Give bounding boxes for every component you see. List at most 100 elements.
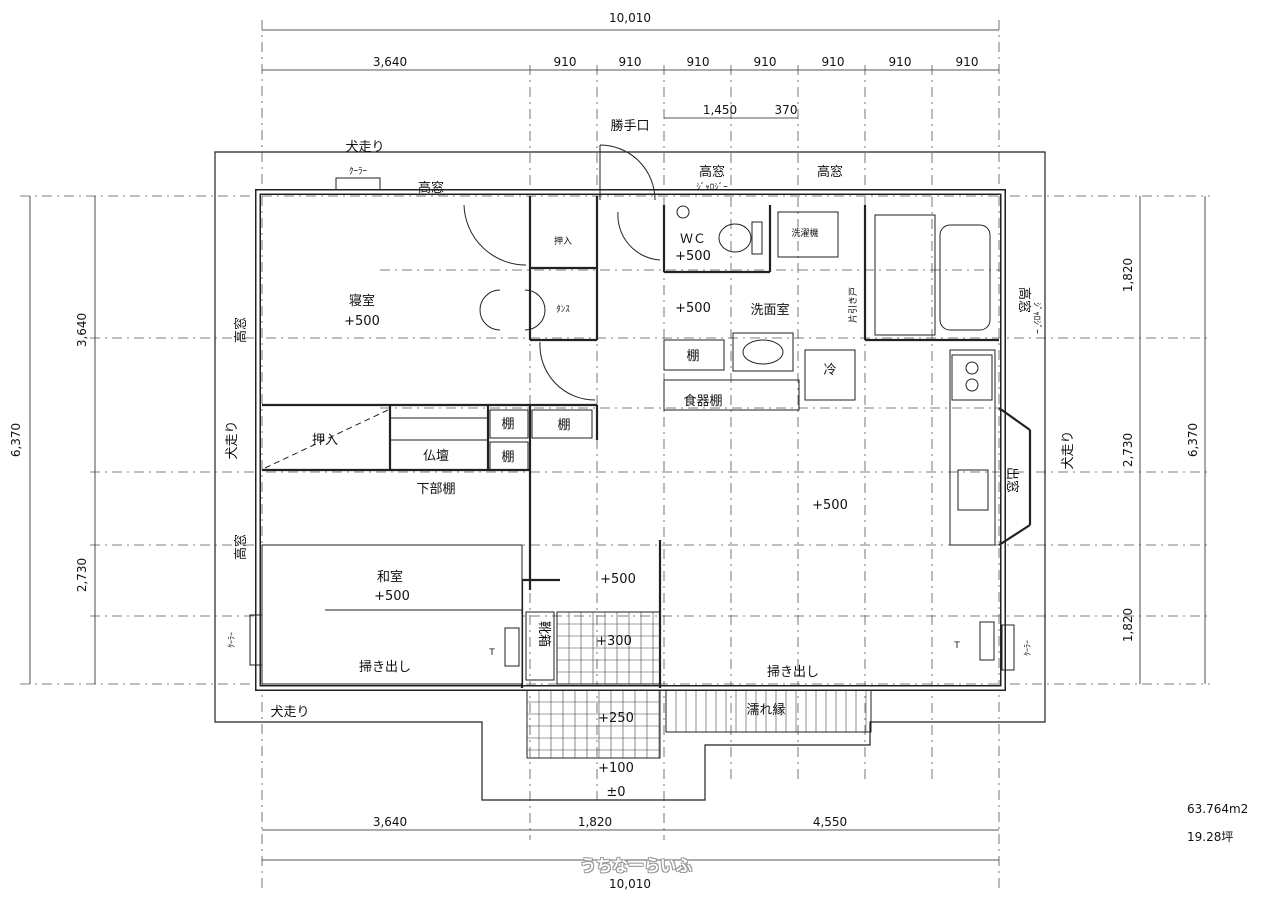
- step-level: +100: [598, 761, 634, 776]
- tansu-door-1: [479, 289, 501, 331]
- nureen-label: 濡れ縁: [746, 702, 785, 718]
- oshiire-diagonal: [264, 409, 389, 469]
- exterior-walls: [255, 189, 1006, 691]
- cooler-left: [249, 614, 263, 666]
- cooler-top-label: ｸｰﾗｰ: [349, 166, 368, 177]
- tansu-label: ﾀﾝｽ: [556, 304, 570, 315]
- toilet-bowl: [718, 223, 752, 253]
- kitchen-counter: [949, 349, 996, 546]
- dim-1450: 1,450: [703, 103, 737, 117]
- tana-label-2: 棚: [501, 450, 514, 465]
- bedroom-door: [463, 204, 527, 266]
- grid-lines: [20, 20, 1210, 890]
- dim-overall-bottom: 10,010: [609, 877, 651, 891]
- cooktop: [951, 354, 993, 401]
- jalousie-wc: ｼﾞｬﾛｼﾞｰ: [696, 182, 728, 193]
- dim-top-3: 910: [619, 55, 642, 69]
- tana-label-1: 棚: [501, 417, 514, 432]
- dim-left-1: 3,640: [75, 313, 89, 347]
- hall-door: [539, 341, 596, 401]
- inubashiri-right-label: 犬走り: [1061, 430, 1076, 469]
- bedroom-level: +500: [344, 314, 380, 329]
- wc-level: +500: [675, 249, 711, 264]
- washbasin: [742, 339, 784, 365]
- dimension-lines: [29, 29, 1206, 861]
- washitsu-tatami: [261, 544, 523, 685]
- washitsu-name: 和室: [377, 569, 403, 585]
- dim-left-2: 2,730: [75, 558, 89, 592]
- hatching: [527, 612, 867, 758]
- tana-center-2: [489, 441, 529, 471]
- dim-top-8: 910: [956, 55, 979, 69]
- takamado-wc: 高窓: [699, 164, 725, 180]
- jalousie-bath: ｼﾞｬﾛｼﾞｰ: [1031, 302, 1042, 334]
- annotations: 勝手口 犬走り 犬走り 犬走り 犬走り ｸｰﾗｰ ｸｰﾗｰ ｸｰﾗｰ 高窓 高窓…: [225, 119, 1076, 720]
- sentakuki-label: 洗濯機: [791, 227, 818, 239]
- inubashiri-top-label: 犬走り: [345, 140, 384, 155]
- sink-counter: [732, 332, 794, 372]
- entrance-level: +300: [596, 634, 632, 649]
- takamado-laundry: 高窓: [817, 164, 843, 180]
- dim-right-1: 1,820: [1121, 258, 1135, 292]
- getabako-label: 靴箱: [536, 621, 552, 647]
- dim-top-6: 910: [822, 55, 845, 69]
- ldk-level: +500: [812, 498, 848, 513]
- dim-top-4: 910: [687, 55, 710, 69]
- takamado-bath: 高窓: [1016, 287, 1032, 313]
- dim-right-2: 2,730: [1121, 433, 1135, 467]
- porch-level: +250: [598, 711, 634, 726]
- bathtub: [874, 214, 936, 336]
- bathtub-inner: [939, 224, 991, 331]
- dim-left-total: 6,370: [9, 423, 23, 457]
- shokkidana-label: 食器棚: [683, 393, 722, 409]
- wc-name: ＷＣ: [680, 232, 706, 247]
- dim-370: 370: [775, 103, 798, 117]
- tana-hall: [531, 409, 593, 439]
- toilet-tank: [751, 221, 763, 255]
- dim-overall-top: 10,010: [609, 11, 651, 25]
- watermark: うちなーらいふ: [580, 856, 693, 875]
- katteguchi-door: [599, 144, 656, 201]
- area-m2: 63.764m2: [1187, 802, 1249, 816]
- t-mark-left: [504, 627, 520, 667]
- getabako-box: [525, 611, 555, 681]
- burner-1: [965, 361, 979, 375]
- tansu-door-2: [524, 289, 546, 331]
- cooler-top: [335, 177, 381, 191]
- inubashiri-bottom-label: 犬走り: [270, 705, 309, 720]
- hakidashi-left: 掃き出し: [359, 659, 411, 675]
- entrance-area: [556, 611, 661, 685]
- wc-basin: [676, 205, 690, 219]
- hall-level: +500: [600, 572, 636, 587]
- washroom-name: 洗面室: [750, 302, 789, 318]
- doors: [463, 144, 661, 401]
- inubashiri-left-label: 犬走り: [225, 420, 240, 459]
- tana-label-3: 棚: [557, 418, 570, 433]
- tana-left: [389, 417, 489, 441]
- washroom-level: +500: [675, 301, 711, 316]
- ground-level: ±0: [606, 785, 625, 800]
- dim-top-2: 910: [554, 55, 577, 69]
- nureen-area: [665, 689, 872, 733]
- washing-machine: [777, 211, 839, 258]
- wc-door: [617, 211, 661, 261]
- dim-right-3: 1,820: [1121, 608, 1135, 642]
- cooler-right: [1001, 624, 1015, 671]
- cooler-left-label: ｸｰﾗｰ: [227, 632, 236, 648]
- katahikido-label: 片引き戸: [847, 287, 859, 323]
- inubashiri-outline: [214, 151, 1046, 801]
- bedroom-name: 寝室: [349, 293, 375, 309]
- washitsu-level: +500: [374, 589, 410, 604]
- fixtures: [249, 177, 1015, 685]
- burner-2: [965, 378, 979, 392]
- dim-bottom-3: 4,550: [813, 815, 847, 829]
- oshiire-top: 押入: [554, 235, 572, 247]
- katteguchi-label: 勝手口: [610, 119, 649, 134]
- porch-area: [526, 689, 661, 759]
- rei-label: 冷: [823, 363, 836, 378]
- tana-label-4: 棚: [686, 349, 699, 364]
- dim-top-5: 910: [754, 55, 777, 69]
- tana-box: [663, 339, 725, 371]
